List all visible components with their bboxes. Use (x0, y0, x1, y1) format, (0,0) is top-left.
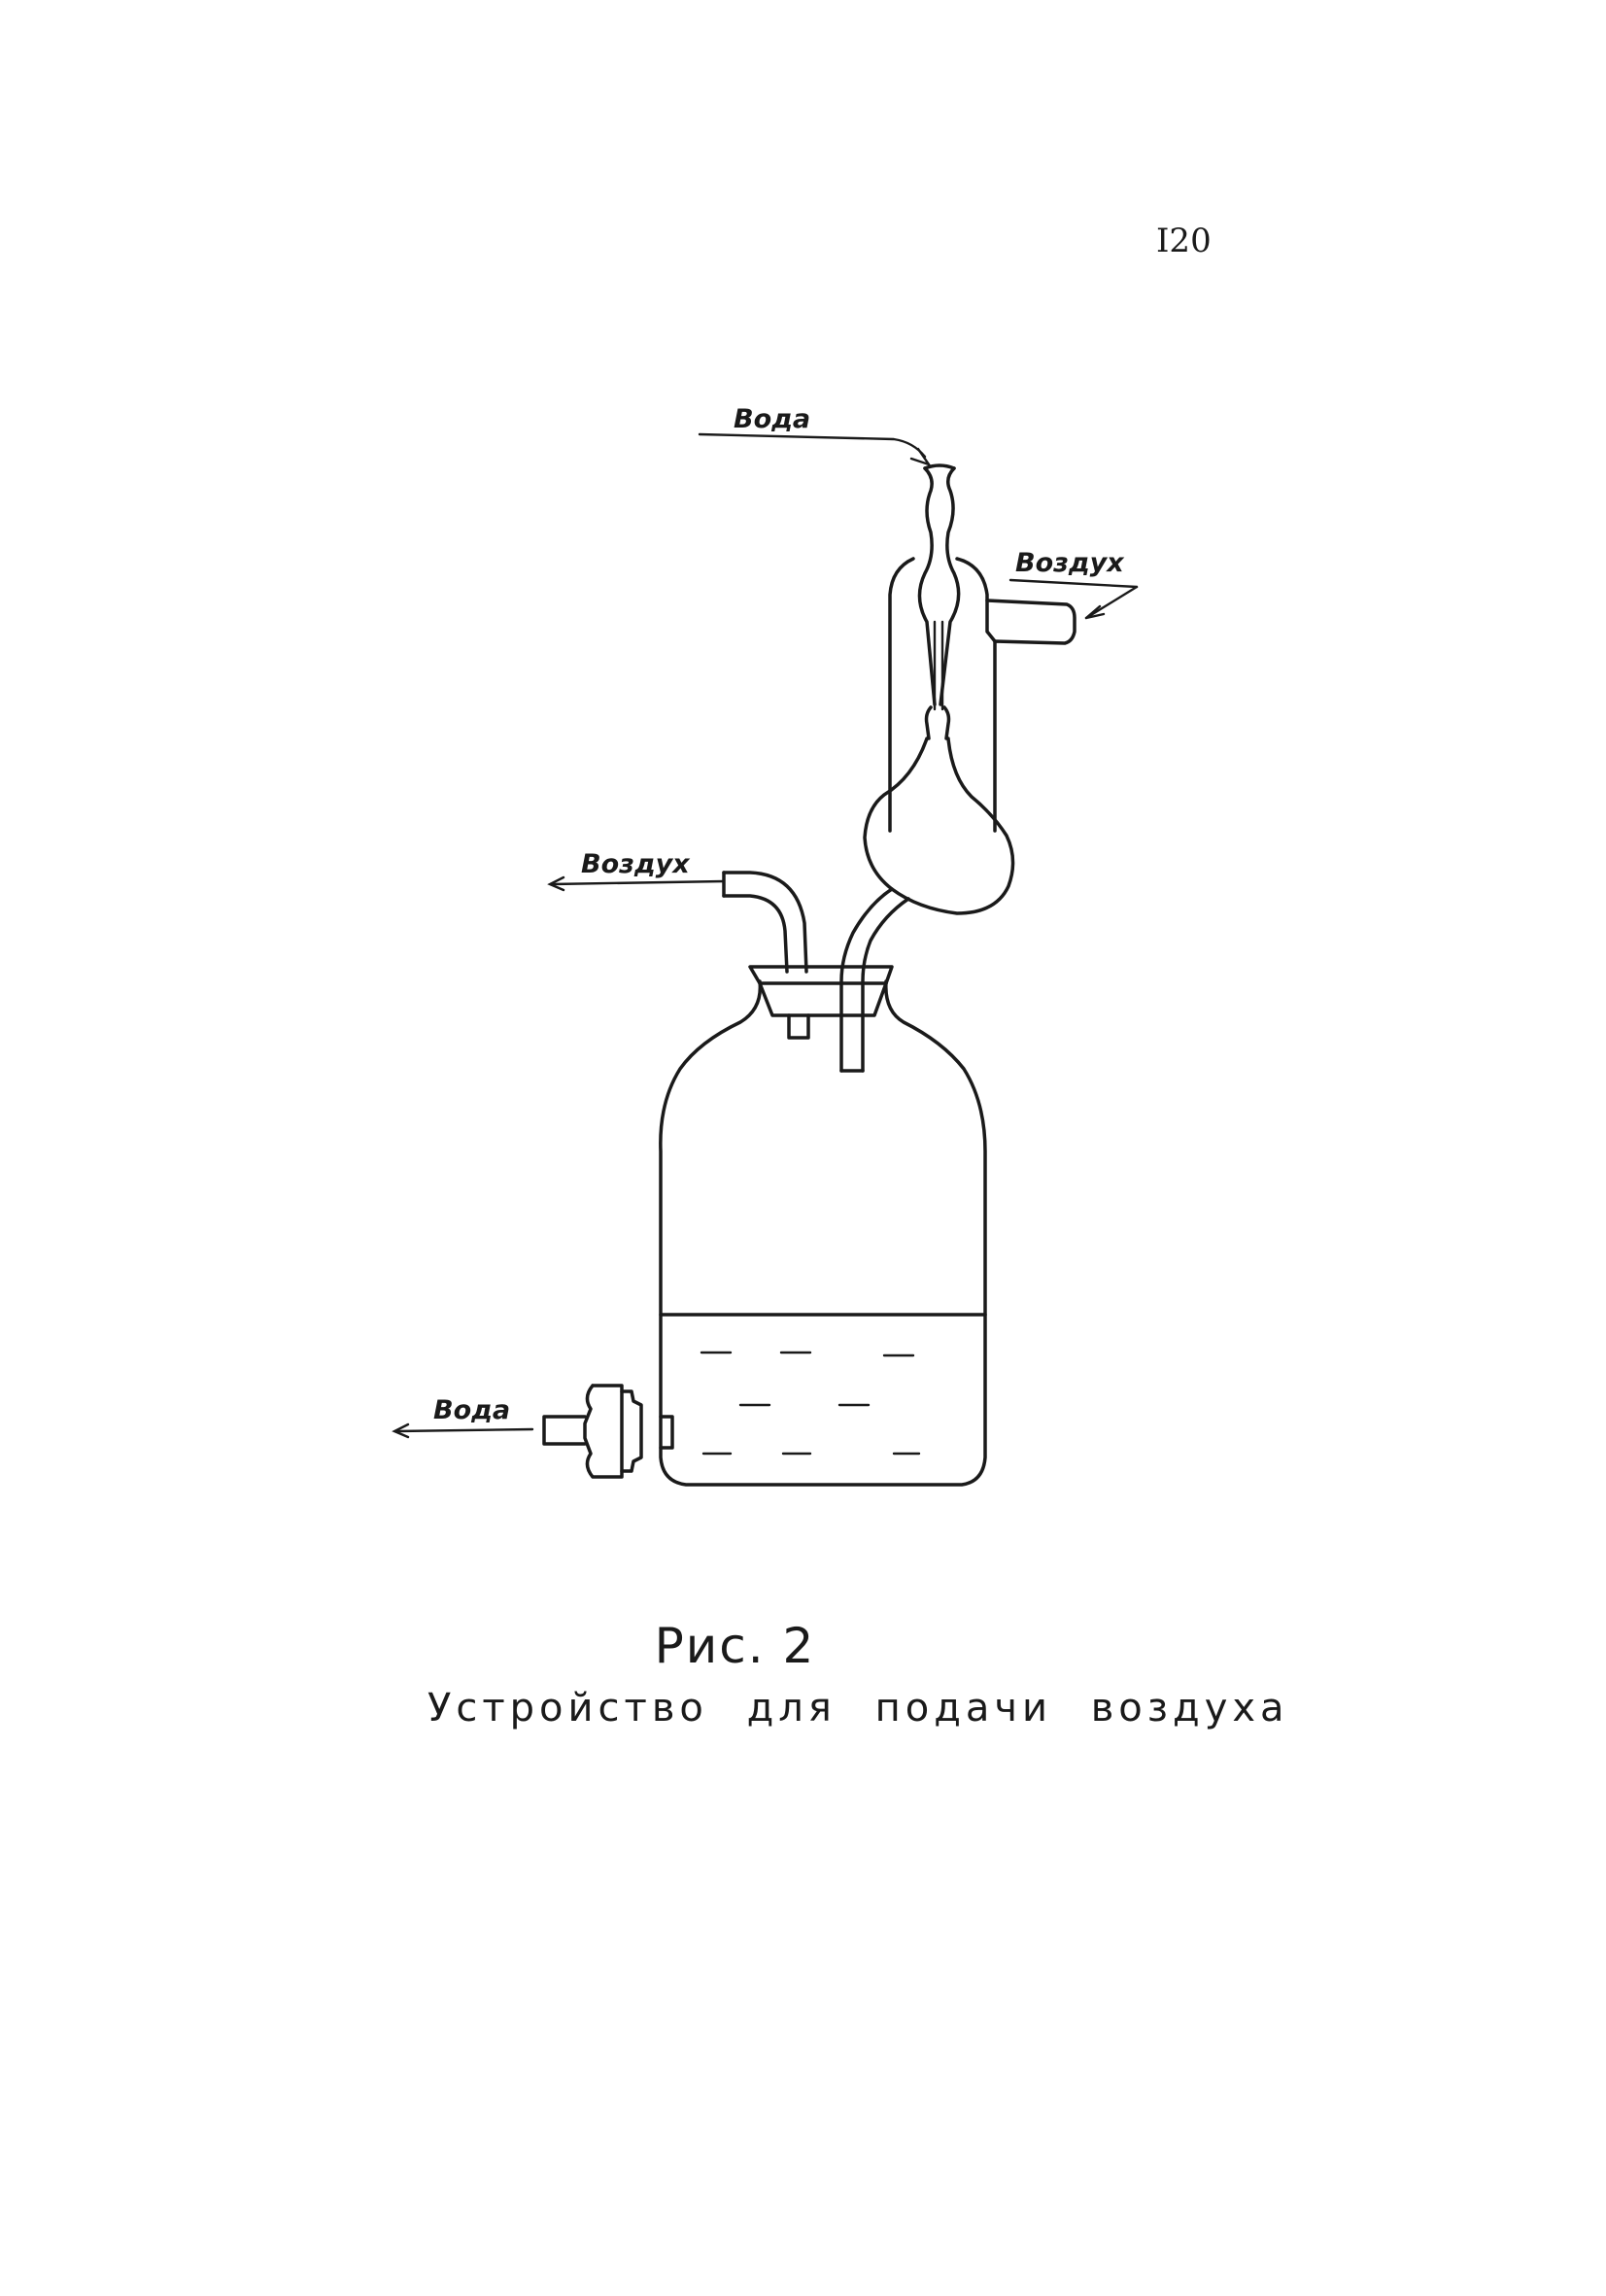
label-air-in: Воздух (1015, 548, 1125, 578)
bottle (659, 979, 987, 1487)
water-inlet-arrow (698, 432, 933, 467)
water-outlet-arrow (392, 1422, 534, 1439)
page-number: I20 (1156, 222, 1212, 260)
figure-number: Рис. 2 (654, 1618, 816, 1674)
air-outlet-arrow (547, 875, 726, 892)
label-water-in: Вода (734, 404, 810, 434)
label-air-out: Воздух (581, 849, 691, 879)
separation-bulb (863, 737, 1015, 915)
water-jet-ejector (888, 463, 1076, 833)
rubber-stopper (748, 965, 894, 1040)
bulb-outlet-tube (839, 887, 910, 1073)
label-water-out: Вода (433, 1395, 510, 1425)
air-outlet-tube (722, 871, 808, 974)
air-inlet-arrows (1008, 578, 1139, 620)
figure-title: Устройство для подачи воздуха (427, 1686, 1289, 1731)
drain-stopcock (542, 1384, 674, 1479)
